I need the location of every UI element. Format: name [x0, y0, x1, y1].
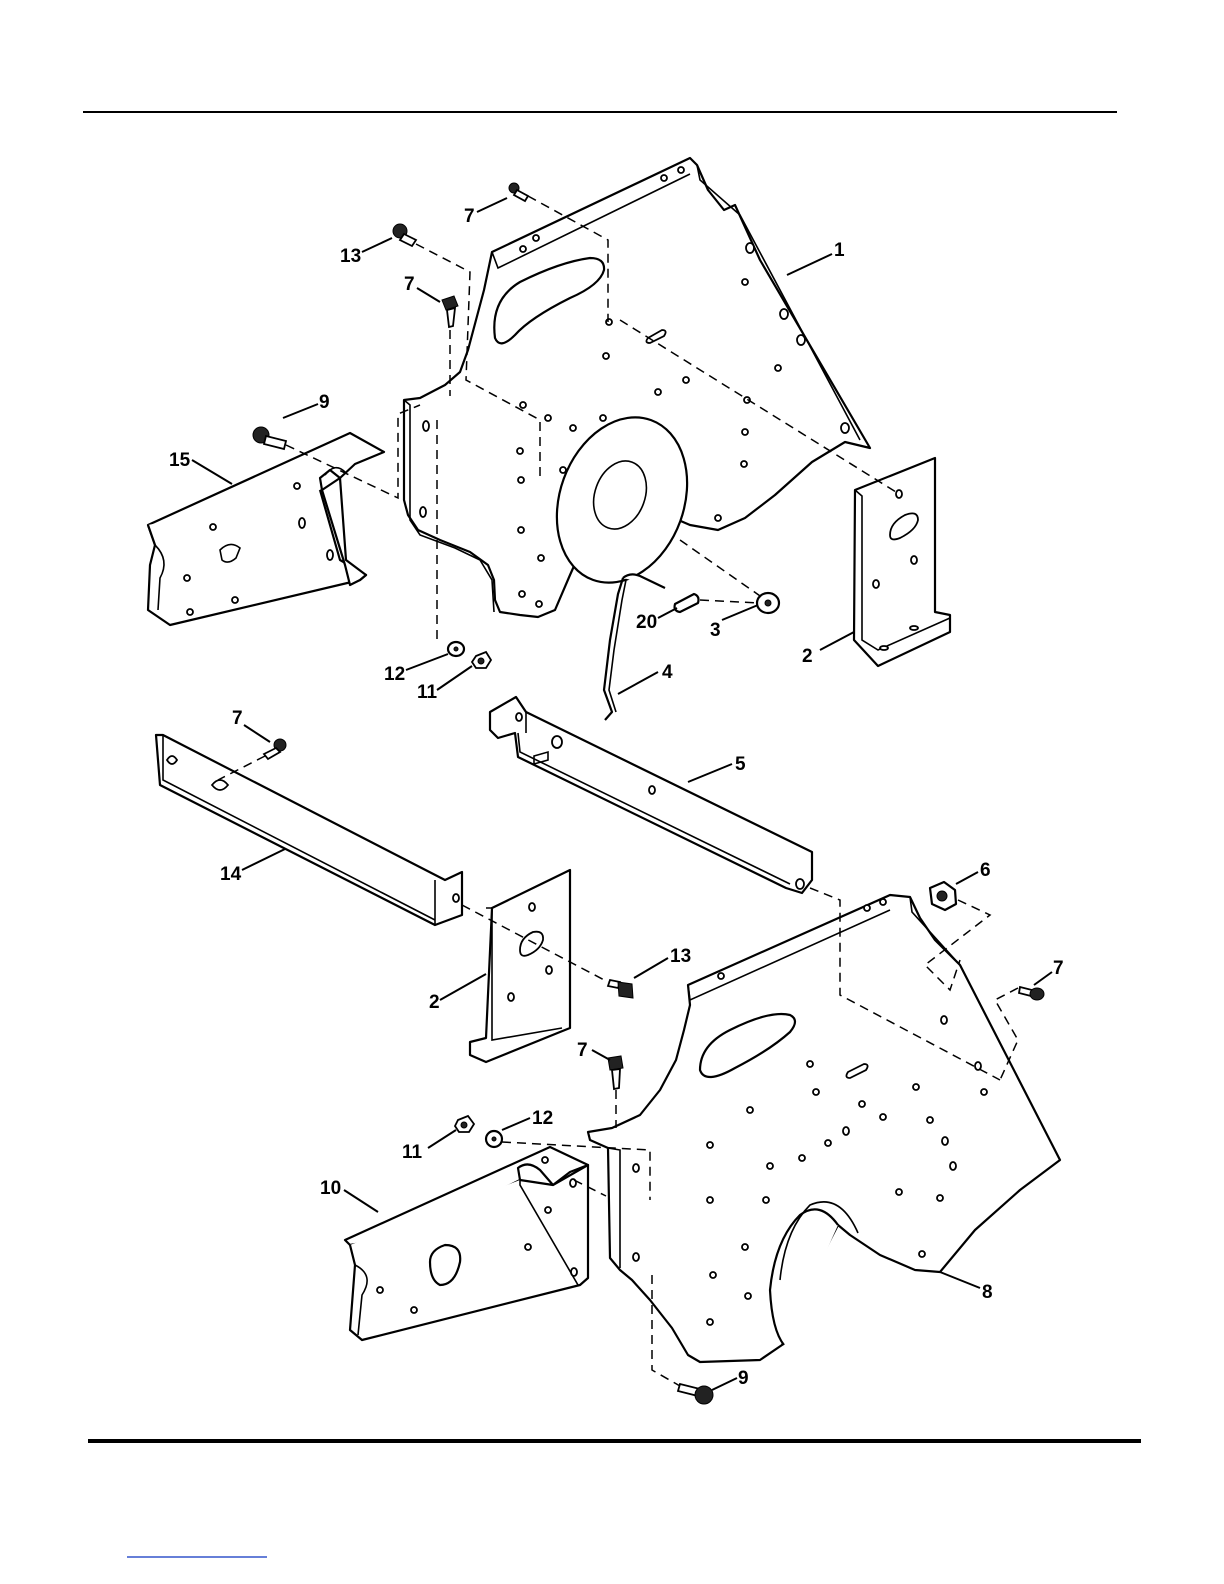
- nut-11-upper: [472, 652, 491, 668]
- callout-2: 2: [802, 646, 813, 667]
- bolt-7-left: [264, 739, 286, 759]
- callout-12: 12: [384, 664, 405, 685]
- bolt-7-vertical-upper: [442, 296, 458, 327]
- callout-12: 12: [532, 1108, 553, 1129]
- bolt-13-lower: [608, 980, 633, 998]
- washer-12-upper: [448, 642, 464, 656]
- part-2-center-angle-bracket: [470, 870, 570, 1062]
- callout-5: 5: [735, 754, 746, 775]
- callout-13: 13: [340, 246, 361, 267]
- callout-7: 7: [577, 1040, 588, 1061]
- part-2-right-angle-bracket: [854, 458, 950, 666]
- nut-6-cage: [930, 882, 956, 910]
- part-14-long-bar: [156, 735, 462, 925]
- callout-20: 20: [636, 612, 657, 633]
- bolt-9-upper: [253, 427, 286, 449]
- part-4-control-rod: [604, 574, 665, 720]
- callout-15: 15: [169, 450, 191, 471]
- callout-7: 7: [232, 708, 243, 729]
- nut-11-lower: [455, 1116, 474, 1132]
- bolt-7-right: [1019, 987, 1044, 1000]
- callout-1: 1: [834, 240, 845, 261]
- callout-10: 10: [320, 1178, 341, 1199]
- bolt-9-lower: [678, 1384, 713, 1404]
- callout-6: 6: [980, 860, 991, 881]
- bolt-13-top: [393, 224, 416, 246]
- callout-4: 4: [662, 662, 673, 683]
- callout-13: 13: [670, 946, 691, 967]
- washer-12-lower: [486, 1131, 502, 1147]
- callout-8: 8: [982, 1282, 993, 1303]
- bolt-7-top: [509, 183, 528, 201]
- callout-11: 11: [402, 1142, 423, 1163]
- part-10-lower-brace: [345, 1147, 588, 1340]
- callout-7: 7: [1053, 958, 1064, 979]
- callout-7: 7: [404, 274, 415, 295]
- callout-7: 7: [464, 206, 475, 227]
- callout-2: 2: [429, 992, 440, 1013]
- part-20-pin: [675, 594, 699, 612]
- part-5-cross-bar: [490, 697, 812, 893]
- callout-3: 3: [710, 620, 721, 641]
- callout-11: 11: [417, 682, 438, 703]
- callout-14: 14: [220, 864, 242, 885]
- callout-9: 9: [319, 392, 330, 413]
- bolt-7-vertical-lower: [608, 1056, 623, 1089]
- callout-9: 9: [738, 1368, 749, 1389]
